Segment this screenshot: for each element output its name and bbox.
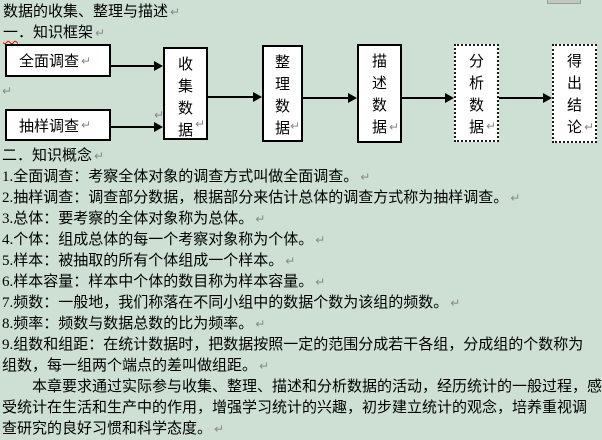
- text-line: 受统计在生活和生产中的作用，增强学习统计的兴趣，初步建立统计的观念，培养重视调: [2, 398, 602, 419]
- flow-arrow: [208, 92, 262, 102]
- paragraph-mark: ↵: [94, 149, 105, 163]
- flow-box-census: 全面调查↵: [5, 44, 111, 77]
- arrow-shaft: [303, 97, 350, 99]
- line-break-mark: ↵: [485, 119, 496, 133]
- spellcheck-underline: 一: [3, 25, 19, 41]
- text-line: 1.全面调查：考察全体对象的调查方式叫做全面调查。↵: [2, 167, 602, 188]
- text-line-content: 组数，每一组两个端点的差叫做组距。: [2, 358, 258, 374]
- paragraph-mark: ↵: [170, 5, 181, 19]
- text-line-content: 3.总体：要考察的全体对象称为总体。: [2, 211, 254, 227]
- paragraph-mark: ↵: [95, 26, 106, 40]
- paragraph-mark: ↵: [510, 191, 521, 205]
- section-heading-framework: 一．知识框架↵: [3, 23, 105, 44]
- line-break-mark: ↵: [194, 117, 205, 131]
- paragraph-mark: ↵: [315, 275, 326, 289]
- flow-arrow: [499, 93, 552, 103]
- arrow-shaft: [499, 97, 545, 99]
- paragraph-mark: ↵: [360, 170, 371, 184]
- line-break-mark: ↵: [289, 119, 300, 133]
- arrow-shaft: [402, 97, 447, 99]
- text-line-content: 8.频率：频数与数据总数的比为频率。: [2, 316, 254, 332]
- text-line-content: 受统计在生活和生产中的作用，增强学习统计的兴趣，初步建立统计的观念，培养重视调: [2, 400, 588, 416]
- paragraph-mark: ↵: [255, 212, 266, 226]
- text-line: 二．知识概念↵: [2, 146, 602, 167]
- text-line-content: 6.样本容量：样本中个体的数目称为样本容量。: [2, 274, 314, 290]
- text-line-content: 二．知识概念: [2, 148, 93, 164]
- paragraph-mark: ↵: [315, 233, 326, 247]
- text-line: 7.频数：一般地，我们称落在不同小组中的数据个数为该组的频数。↵: [2, 293, 602, 314]
- arrow-head-icon: [543, 93, 552, 103]
- line-break-mark: ↵: [583, 120, 594, 134]
- flow-box-label: 全面调查: [19, 54, 80, 70]
- text-line: 9.组数和组距：在统计数据时，把数据按照一定的范围分成若干各组，分成组的个数称为: [2, 335, 602, 356]
- text-line-content: 9.组数和组距：在统计数据时，把数据按照一定的范围分成若干各组，分成组的个数称为: [2, 337, 584, 353]
- flow-box-collect-data: 收集数据 ↵: [163, 47, 208, 140]
- arrow-shaft: [111, 65, 156, 67]
- flow-box-label: 得出结论: [566, 54, 582, 136]
- text-line: 本章要求通过实际参与收集、整理、描述和分析数据的活动，经历统计的一般过程，感: [2, 377, 602, 398]
- paragraph-mark: ↵: [450, 296, 461, 310]
- flow-box-label: 描述数据: [371, 54, 387, 136]
- text-line-content: 5.样本：被抽取的所有个体组成一个样本。: [2, 253, 284, 269]
- paragraph-mark: ↵: [2, 84, 13, 98]
- body-text: 二．知识概念↵1.全面调查：考察全体对象的调查方式叫做全面调查。↵2.抽样调查：…: [2, 146, 602, 440]
- text-line: 5.样本：被抽取的所有个体组成一个样本。↵: [2, 251, 602, 272]
- text-line: 8.频率：频数与数据总数的比为频率。↵: [2, 314, 602, 335]
- text-line: 查研究的良好习惯和科学态度。↵: [2, 419, 602, 440]
- arrow-shaft: [208, 96, 255, 98]
- arrow-head-icon: [154, 122, 163, 132]
- arrow-shaft: [111, 126, 156, 128]
- paragraph-mark: ↵: [214, 422, 225, 436]
- flow-arrow: [111, 122, 163, 132]
- line-break-mark: ↵: [81, 118, 92, 132]
- text-line-content: 1.全面调查：考察全体对象的调查方式叫做全面调查。: [2, 169, 359, 185]
- flow-box-label: 分析数据: [468, 54, 484, 136]
- section-heading-text: ．知识框架: [18, 25, 94, 41]
- flow-arrow: [402, 93, 454, 103]
- text-line-content: 7.频数：一般地，我们称落在不同小组中的数据个数为该组的频数。: [2, 295, 449, 311]
- text-line: 3.总体：要考察的全体对象称为总体。↵: [2, 209, 602, 230]
- flow-box-label: 抽样调查: [19, 118, 80, 135]
- paragraph-mark: ↵: [285, 254, 296, 268]
- flow-box-label: 整理数据: [274, 55, 290, 137]
- text-line-content: 本章要求通过实际参与收集、整理、描述和分析数据的活动，经历统计的一般过程，感: [2, 379, 602, 395]
- line-break-mark: ↵: [81, 53, 92, 68]
- flow-box-describe-data: 描述数据 ↵: [357, 44, 402, 143]
- flow-box-organize-data: 整理数据 ↵: [262, 45, 303, 142]
- flow-arrow: [303, 93, 357, 103]
- arrow-head-icon: [154, 61, 163, 71]
- text-line: 2.抽样调查：调查部分数据，根据部分来估计总体的调查方式称为抽样调查。↵: [2, 188, 602, 209]
- arrow-head-icon: [253, 92, 262, 102]
- text-line-content: 2.抽样调查：调查部分数据，根据部分来估计总体的调查方式称为抽样调查。: [2, 190, 509, 206]
- line-break-mark: ↵: [388, 120, 399, 134]
- text-line: 6.样本容量：样本中个体的数目称为样本容量。↵: [2, 272, 602, 293]
- flow-box-analyze-data: 分析数据 ↵: [454, 44, 499, 142]
- page-title-text: 数据的收集、整理与描述: [3, 4, 169, 20]
- paragraph-mark: ↵: [259, 359, 270, 373]
- clipped-ui-fragment: [547, 0, 581, 4]
- text-line-content: 4.个体：组成总体的每一个考察对象称为个体。: [2, 232, 314, 248]
- line-break-mark: ↵: [154, 108, 165, 122]
- flow-box-sampling-survey: 抽样调查↵: [5, 109, 111, 141]
- flow-box-draw-conclusion: 得出结论 ↵: [552, 44, 597, 143]
- arrow-head-icon: [348, 93, 357, 103]
- text-line: 组数，每一组两个端点的差叫做组距。↵: [2, 356, 602, 377]
- arrow-head-icon: [445, 93, 454, 103]
- flow-box-label: 收集数据: [177, 57, 193, 139]
- text-line: 4.个体：组成总体的每一个考察对象称为个体。↵: [2, 230, 602, 251]
- paragraph-mark: ↵: [255, 317, 266, 331]
- text-line-content: 查研究的良好习惯和科学态度。: [2, 421, 213, 437]
- page-title: 数据的收集、整理与描述↵: [3, 2, 180, 23]
- flow-arrow: [111, 61, 163, 71]
